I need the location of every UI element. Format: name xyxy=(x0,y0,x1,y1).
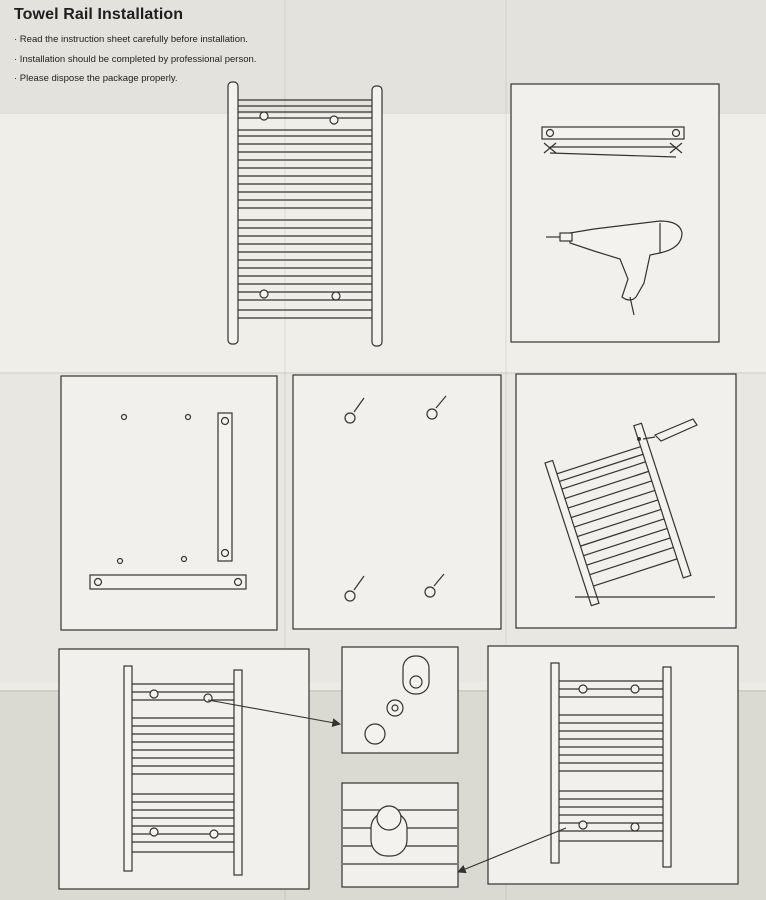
towel-rail-icon xyxy=(227,81,383,347)
towel-rail-icon xyxy=(123,665,243,876)
measure-and-drill xyxy=(510,83,720,345)
template-bar-icon xyxy=(60,375,278,631)
instruction-note: · Installation should be completed by pr… xyxy=(14,53,257,65)
rail-front-bottom-brackets xyxy=(487,645,739,885)
bracket-detail-top xyxy=(341,646,459,754)
arrow-to-bottom-detail xyxy=(456,827,567,874)
paper-fold-line xyxy=(0,112,766,114)
wall-plug-icon xyxy=(292,374,502,630)
drill-icon xyxy=(546,220,683,316)
rail-front-top-brackets xyxy=(58,648,310,890)
towel-rail-icon xyxy=(544,422,692,607)
instruction-header: Towel Rail Installation · Read the instr… xyxy=(14,6,334,89)
instruction-note: · Please dispose the package properly. xyxy=(14,73,178,84)
paper-fold-line xyxy=(0,372,766,374)
page-title: Towel Rail Installation xyxy=(14,6,184,23)
paper-fold-line xyxy=(284,0,286,900)
instruction-note: · Read the instruction sheet carefully b… xyxy=(14,34,248,45)
paper-fold-line xyxy=(505,0,507,900)
towel-rail-icon xyxy=(550,662,672,868)
insert-wall-plugs xyxy=(292,374,502,630)
bracket-icon xyxy=(341,782,459,888)
mount-rail-tilt xyxy=(515,373,737,629)
mark-hole-positions xyxy=(60,375,278,631)
bracket-icon xyxy=(341,646,459,754)
arrow-to-top-detail xyxy=(207,699,342,727)
screwdriver-icon xyxy=(637,418,698,442)
bracket-detail-bottom xyxy=(341,782,459,888)
towel-rail-overview xyxy=(222,78,390,350)
